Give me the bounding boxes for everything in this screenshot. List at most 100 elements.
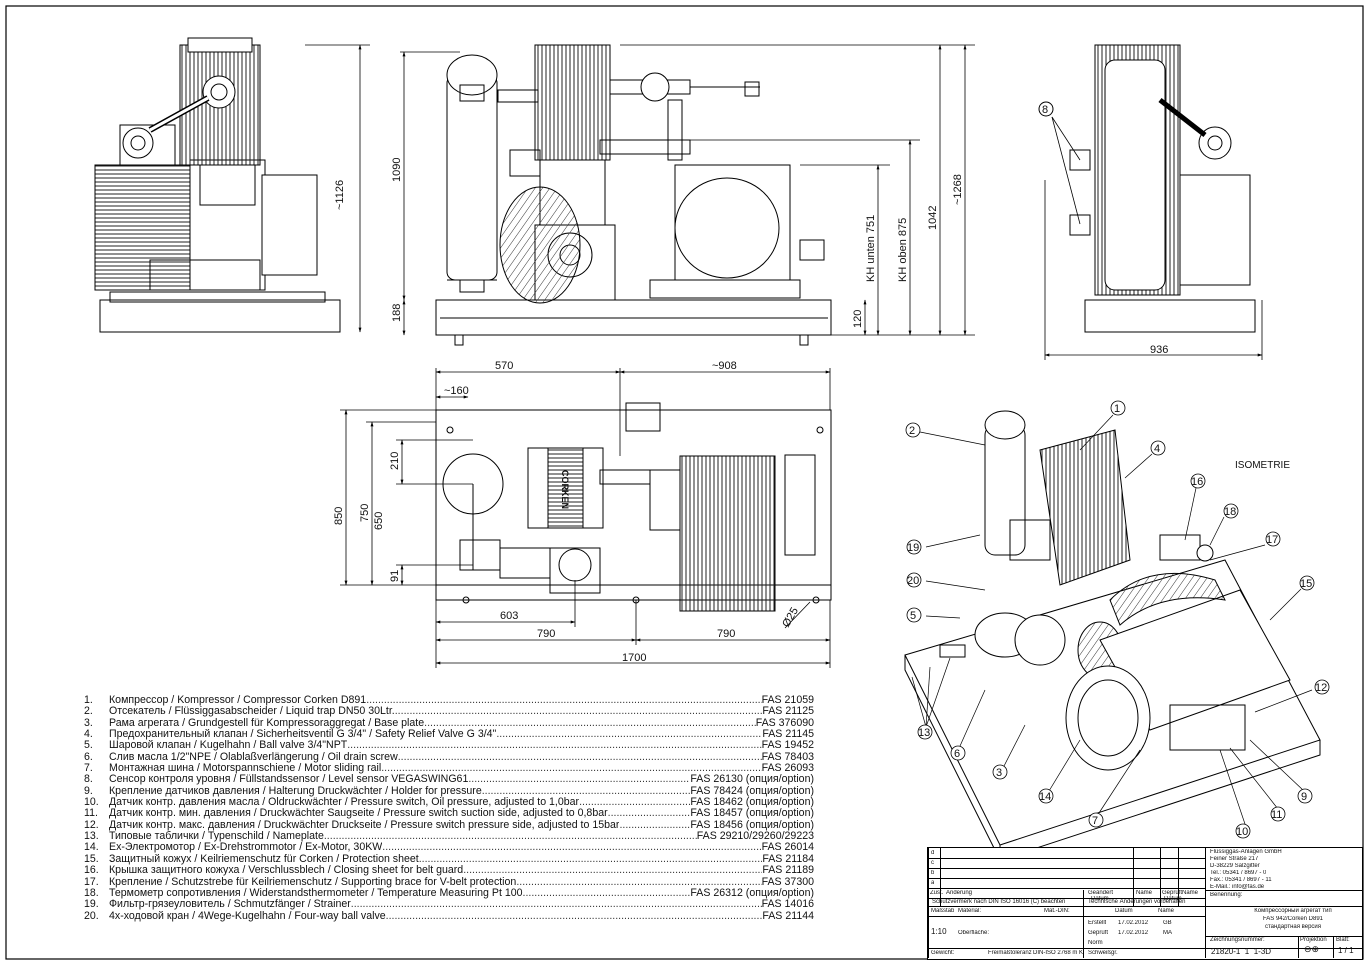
part-row: 12.Датчик контр. макс. давления / Druckw… bbox=[84, 820, 814, 831]
company-line-5: Fax.: 05341 / 8697 - 11 bbox=[1210, 877, 1272, 883]
company-line-4: Tel.: 05341 / 8697 - 0 bbox=[1210, 870, 1267, 876]
material-label: Material: bbox=[958, 908, 982, 914]
norm-label: Norm bbox=[1088, 940, 1103, 946]
part-description: Монтажная шина / Motorspannschiene / Mot… bbox=[109, 763, 382, 775]
dim-570: 570 bbox=[495, 360, 513, 372]
dim-1126: ~1126 bbox=[334, 180, 346, 210]
svg-text:7: 7 bbox=[1092, 815, 1098, 827]
front-view bbox=[435, 44, 832, 346]
dim-kh-unten: KH unten 751 bbox=[865, 215, 877, 282]
svg-text:10: 10 bbox=[1236, 826, 1248, 838]
rev-row-a: a bbox=[931, 880, 935, 886]
svg-text:8: 8 bbox=[1042, 104, 1048, 116]
geprueft-name: Name bbox=[1182, 890, 1199, 896]
geaendert-name: Name bbox=[1136, 890, 1153, 896]
dim-1268: ~1268 bbox=[952, 174, 964, 205]
isometric-view bbox=[904, 410, 1321, 861]
part-row: 1.Компрессор / Kompressor / Compressor C… bbox=[84, 695, 814, 706]
part-number: 3. bbox=[84, 717, 93, 729]
dim-650: 650 bbox=[373, 512, 385, 530]
dim-1042: 1042 bbox=[927, 206, 939, 230]
freimass-label: Freimaßtoleranz bbox=[988, 950, 1032, 956]
part-description: Рама агрегата / Grundgestell für Kompres… bbox=[109, 717, 425, 729]
part-description: Ex-Электромотор / Ex-Drehstrommotor / Ex… bbox=[109, 842, 383, 854]
part-fas-code: FAS 29210/29260/29223 bbox=[696, 831, 814, 843]
dim-160: ~160 bbox=[444, 385, 469, 397]
dim-1700: 1700 bbox=[622, 652, 646, 664]
part-fas-code: FAS 21125 bbox=[762, 706, 814, 718]
dim-790-left: 790 bbox=[537, 628, 555, 640]
part-number: 20. bbox=[84, 910, 99, 922]
zeichnungsnummer-label: Zeichnungsnummer: bbox=[1210, 937, 1265, 943]
geprueft2-date: 17.02.2012 bbox=[1118, 930, 1149, 936]
svg-text:20: 20 bbox=[907, 575, 919, 587]
massstab-value: 1:10 bbox=[931, 928, 947, 935]
svg-text:1: 1 bbox=[1114, 403, 1120, 415]
part-leader-dots bbox=[608, 808, 691, 819]
part-row: 4.Предохранительный клапан / Sicherheits… bbox=[84, 729, 814, 740]
tech-note: Technische Änderungen vorbehalten bbox=[1088, 899, 1186, 905]
part-number: 11. bbox=[84, 808, 98, 820]
company-line-6: E-Mail.: info@fas.de bbox=[1210, 884, 1265, 890]
rev-row-c: c bbox=[931, 860, 934, 866]
part-row: 3. Рама агрегата / Grundgestell für Kompr… bbox=[84, 718, 814, 729]
part-leader-dots bbox=[351, 899, 762, 910]
part-number: 5. bbox=[84, 740, 93, 752]
side-view-right bbox=[1069, 44, 1256, 333]
part-leader-dots bbox=[386, 911, 763, 922]
part-row: 14. Ex-Электромотор / Ex-Drehstrommotor /… bbox=[84, 842, 814, 853]
part-leader-dots bbox=[419, 854, 763, 865]
part-leader-dots bbox=[468, 774, 690, 785]
dim-120: 120 bbox=[852, 310, 864, 328]
part-description: Типовые таблички / Typenschild / Namepla… bbox=[109, 831, 324, 843]
dim-top bbox=[340, 368, 831, 668]
part-leader-dots bbox=[516, 877, 761, 888]
rev-row-b: b bbox=[931, 870, 935, 876]
part-description: Отсекатель / Flüssiggasabscheider / Liqu… bbox=[109, 706, 395, 718]
part-description: Фильтр-грязеуловитель / Schmutzfänger / … bbox=[109, 899, 351, 911]
part-number: 17. bbox=[84, 876, 99, 888]
side-view-left bbox=[94, 37, 341, 333]
brand-label: CORKEN bbox=[560, 470, 570, 509]
svg-text:19: 19 bbox=[907, 542, 919, 554]
top-view bbox=[435, 402, 832, 612]
callout-bubbles bbox=[905, 400, 1330, 839]
svg-text:18: 18 bbox=[1224, 506, 1236, 518]
sheet-frame bbox=[5, 5, 1364, 960]
part-description: Крепление датчиков давления / Halterung … bbox=[109, 785, 482, 797]
part-fas-code: FAS 18456 (опция/option) bbox=[690, 819, 814, 831]
part-description: Крепление / Schutzstrebe für Keilriemens… bbox=[109, 876, 517, 888]
geprueft2-label: Geprüft bbox=[1088, 930, 1109, 936]
part-row: 5.Шаровой клапан / Kugelhahn / Ball valv… bbox=[84, 740, 814, 751]
part-fas-code: FAS 78403 bbox=[761, 751, 814, 763]
part-number: 8. bbox=[84, 774, 93, 786]
benennung-1: Компрессорный агрегат тип bbox=[1254, 908, 1332, 914]
part-fas-code: FAS 26130 (опция/option) bbox=[690, 774, 814, 786]
part-number: 16. bbox=[84, 865, 99, 877]
svg-text:11: 11 bbox=[1271, 809, 1282, 821]
part-row: 9.Крепление датчиков давления / Halterun… bbox=[84, 786, 814, 797]
part-fas-code: FAS 26014 bbox=[761, 842, 814, 854]
erstellt-name: GB bbox=[1163, 920, 1172, 926]
part-number: 19. bbox=[84, 899, 99, 911]
dim-908: ~908 bbox=[712, 360, 737, 372]
geprueft-datum: Datum bbox=[1164, 896, 1182, 902]
svg-text:13: 13 bbox=[918, 727, 930, 739]
geaendert-label: Geändert bbox=[1088, 890, 1114, 896]
parts-list: 1.Компрессор / Kompressor / Compressor C… bbox=[84, 695, 814, 922]
zust-label: Zust. bbox=[930, 890, 944, 896]
callout-8-leaders bbox=[1051, 116, 1081, 225]
part-fas-code: FAS 21144 bbox=[762, 910, 814, 922]
part-row: 15.Защитный кожух / Keilriemenschutz für… bbox=[84, 854, 814, 865]
blatt-label: Blatt: bbox=[1336, 937, 1350, 943]
part-number: 14. bbox=[84, 842, 99, 854]
part-description: Компрессор / Kompressor / Compressor Cor… bbox=[109, 695, 367, 706]
dim-850: 850 bbox=[333, 507, 345, 525]
part-fas-code: FAS 78424 (опция/option) bbox=[690, 785, 814, 797]
callout-8-right bbox=[1038, 101, 1054, 117]
svg-text:15: 15 bbox=[1300, 578, 1312, 590]
part-leader-dots bbox=[398, 752, 762, 763]
part-number: 2. bbox=[84, 706, 93, 718]
part-leader-dots bbox=[324, 831, 697, 842]
